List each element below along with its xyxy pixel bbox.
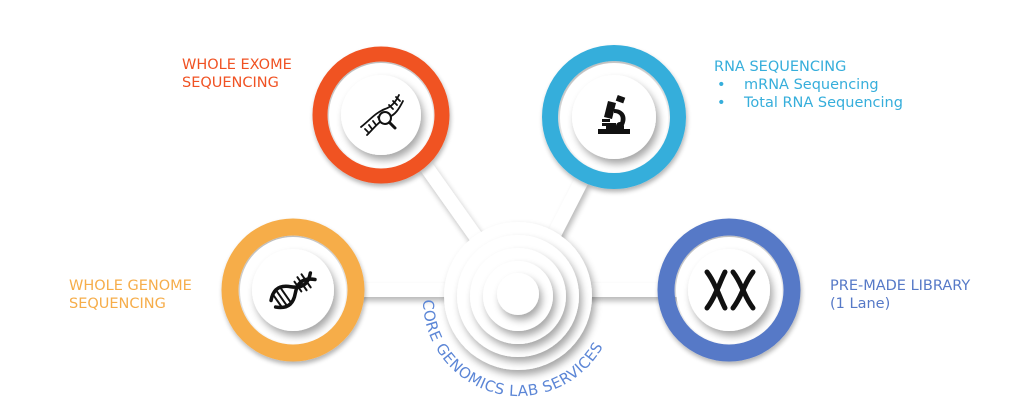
whole-exome-title-line2: SEQUENCING bbox=[182, 75, 279, 91]
rna-item-mrna: mRNA Sequencing bbox=[714, 76, 903, 94]
pre-made-library-button[interactable] bbox=[658, 219, 800, 361]
whole-genome-node bbox=[221, 218, 365, 362]
whole-genome-title-line2: SEQUENCING bbox=[69, 296, 166, 312]
center-hub bbox=[444, 222, 592, 370]
pre-made-library-label: PRE-MADE LIBRARY (1 Lane) bbox=[830, 277, 970, 313]
rna-sequencing-title: RNA SEQUENCING bbox=[714, 59, 847, 75]
rna-sequencing-label: RNA SEQUENCING mRNA Sequencing Total RNA… bbox=[714, 58, 903, 112]
whole-exome-node bbox=[312, 46, 450, 184]
chromosome-xx-icon bbox=[704, 269, 756, 311]
pre-made-library-title-line2: (1 Lane) bbox=[830, 296, 891, 312]
rna-sequencing-list: mRNA Sequencing Total RNA Sequencing bbox=[714, 76, 903, 112]
dna-magnifier-icon bbox=[360, 94, 404, 136]
rna-sequencing-node bbox=[542, 45, 686, 189]
whole-genome-label: WHOLE GENOME SEQUENCING bbox=[69, 277, 192, 313]
whole-genome-title-line1: WHOLE GENOME bbox=[69, 278, 192, 294]
pre-made-library-node bbox=[657, 218, 801, 362]
rna-sequencing-button[interactable] bbox=[542, 45, 686, 189]
rna-item-total: Total RNA Sequencing bbox=[714, 94, 903, 112]
whole-exome-label: WHOLE EXOME SEQUENCING bbox=[182, 56, 292, 92]
whole-genome-button[interactable] bbox=[222, 219, 364, 361]
pre-made-library-title-line1: PRE-MADE LIBRARY bbox=[830, 278, 971, 294]
whole-exome-title-line1: WHOLE EXOME bbox=[182, 57, 292, 73]
dna-helix-icon bbox=[269, 271, 317, 310]
whole-exome-button[interactable] bbox=[313, 47, 449, 183]
microscope-icon bbox=[598, 94, 630, 134]
